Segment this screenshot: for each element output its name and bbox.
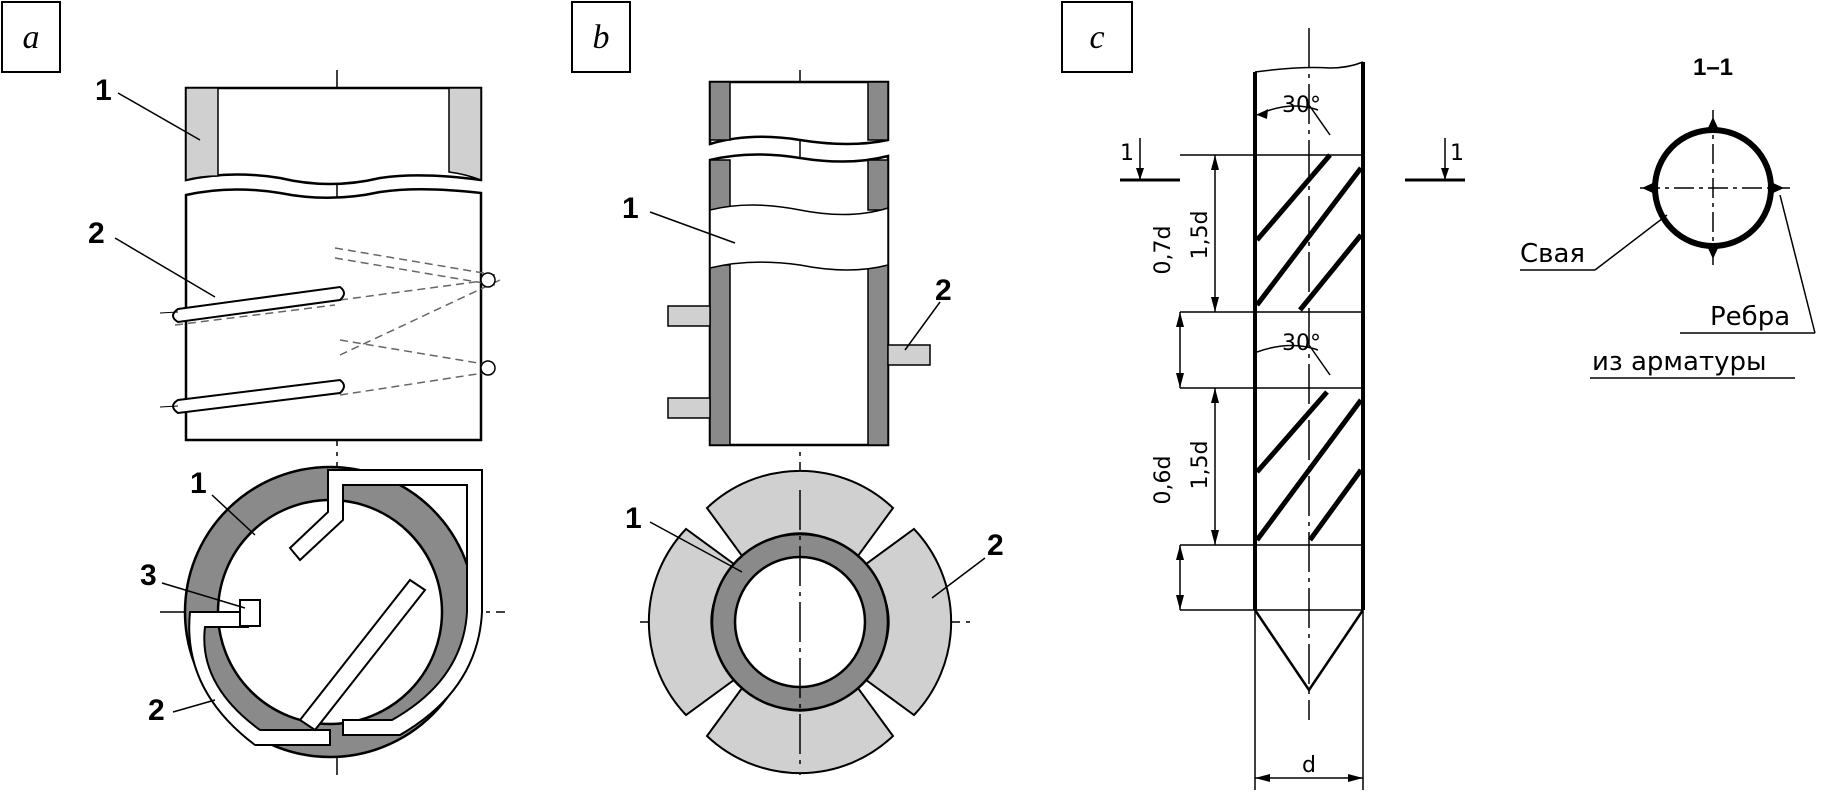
bar-end-right-bottom [480,360,496,376]
leader-3 [161,582,246,609]
cut-arrow-left [1136,168,1144,180]
pipe-b-upper-wall-right [867,81,889,141]
label-2-top: 2 [88,217,105,250]
dim-d: d [1302,753,1316,778]
helical-bar-upper [172,285,345,324]
label-ribs-1: Ребра [1710,302,1790,332]
panel-b-frame [571,1,631,73]
panel-c-label: c [1089,19,1104,56]
cut-label-left: 1 [1120,141,1134,166]
pipe-b-upper [708,80,890,146]
dimension-levels [1180,154,1363,611]
label-b-1-top: 1 [622,192,639,225]
pile-leader [1594,214,1668,271]
section-ribs [1642,117,1784,259]
angle-ray-top [1308,104,1331,136]
pipe-upper-piece [184,86,483,186]
arrow-angle-top [1257,109,1268,119]
pipe-b-wall-right-top [867,159,889,211]
section-title: 1–1 [1693,54,1733,81]
pipe-b-break [709,204,889,271]
helical-bar-lower [172,378,345,415]
label-3-bottom: 3 [140,559,157,592]
label-1-top: 1 [95,74,112,107]
panel-b: b 1 2 1 2 [571,1,1004,775]
rib-diagonal [298,578,427,732]
leader-1-top [117,92,201,141]
label-b-1-bottom: 1 [625,502,642,535]
helical-ribs [1254,153,1364,542]
leader-2-top [114,237,216,298]
cut-arrow-right [1441,168,1449,180]
rib-strip-right [288,469,483,736]
label-pile: Свая [1520,239,1585,269]
bar-tick [159,311,179,314]
panel-a-label: a [23,19,40,56]
pipe-b-wall-left-top [709,159,731,211]
leader-b-2-top [904,301,941,351]
panel-c: c 30° 30° [1061,1,1816,790]
panel-c-frame [1061,1,1133,73]
pile-break-top [1254,61,1364,73]
connector-3 [239,599,261,627]
pipe-lower-body [184,187,483,442]
leader-2-bottom [172,699,216,713]
dim-06d: 0,6d [1151,456,1176,505]
angle-mid-text: 30° [1282,331,1321,356]
leader-b-1-top [649,211,736,244]
fin-right [887,344,931,366]
label-b-2-top: 2 [935,274,952,307]
pipe-b-wall-right-bottom [867,264,889,446]
dim-15d-bot: 1,5d [1188,441,1213,490]
angle-arc-mid [1256,344,1319,353]
pipe-b-body [708,153,890,447]
angle-top-text: 30° [1282,93,1321,118]
leader-b-1-bottom [649,521,743,573]
label-ribs-2: из арматуры [1592,347,1767,377]
rib-strip-left [188,611,331,746]
pipe-b-wall-left-bottom [709,264,731,446]
dimension-arrows [1176,155,1363,782]
pipe-wall-right [448,87,482,182]
fin-left-bottom [667,397,711,419]
panel-a: a 1 [1,1,505,775]
cut-label-right: 1 [1450,141,1464,166]
pipe-wall-left [185,87,219,181]
angle-ray-mid [1308,344,1331,376]
dim-15d-top: 1,5d [1188,211,1213,260]
dim-07d: 0,7d [1151,226,1176,275]
fin-left-top [667,305,711,327]
panel-b-label: b [593,19,610,56]
panel-a-frame [1,1,61,73]
bar-end-right-top [480,272,496,288]
ribs-leader [1779,194,1816,334]
bar-tick [159,405,179,408]
leader-1-bottom [211,494,256,536]
leader-b-2-bottom [931,557,986,599]
label-b-2-bottom: 2 [987,529,1004,562]
pipe-b-upper-wall-left [709,81,731,141]
label-2-bottom: 2 [148,694,165,727]
label-1-bottom: 1 [190,467,207,500]
